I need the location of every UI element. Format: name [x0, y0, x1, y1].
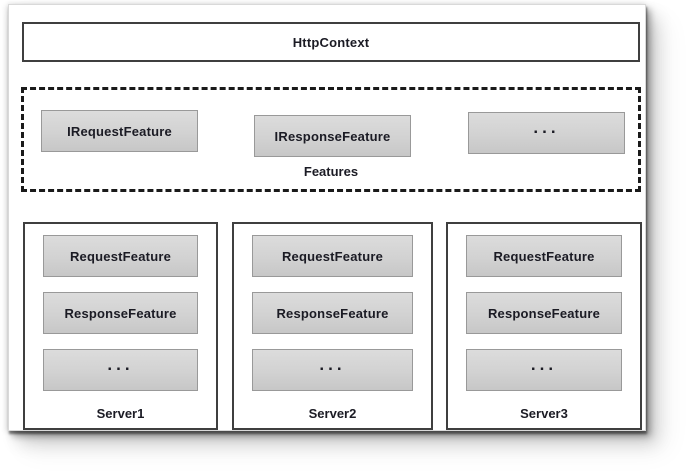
feature-box-ellipsis: ... — [468, 112, 625, 154]
feature-box-responsefeature: ResponseFeature — [466, 292, 622, 334]
features-group: IRequestFeature IResponseFeature ... Fea… — [21, 87, 641, 192]
feature-box-ellipsis: ... — [466, 349, 622, 391]
ellipsis-text: ... — [530, 355, 558, 374]
ellipsis-text: ... — [319, 355, 346, 374]
diagram-canvas: HttpContext IRequestFeature IResponseFea… — [8, 4, 646, 431]
ellipsis-text: ... — [107, 355, 134, 374]
server-box-3: RequestFeature ResponseFeature ... Serve… — [446, 222, 642, 430]
feature-box-requestfeature: RequestFeature — [43, 235, 198, 277]
feature-box-responsefeature: ResponseFeature — [43, 292, 198, 334]
features-label: Features — [303, 164, 359, 179]
server-box-2: RequestFeature ResponseFeature ... Serve… — [232, 222, 433, 430]
feature-box-iresponsefeature: IResponseFeature — [254, 115, 411, 157]
feature-box-requestfeature: RequestFeature — [466, 235, 622, 277]
server-label: Server2 — [308, 406, 357, 421]
feature-box-responsefeature: ResponseFeature — [252, 292, 413, 334]
feature-box-requestfeature: RequestFeature — [252, 235, 413, 277]
feature-box-ellipsis: ... — [252, 349, 413, 391]
feature-box-ellipsis: ... — [43, 349, 198, 391]
server-box-1: RequestFeature ResponseFeature ... Serve… — [23, 222, 218, 430]
server-label: Server3 — [520, 406, 568, 421]
ellipsis-text: ... — [533, 118, 560, 137]
http-context-box: HttpContext — [22, 22, 640, 62]
feature-box-irequestfeature: IRequestFeature — [41, 110, 198, 152]
server-label: Server1 — [96, 406, 145, 421]
